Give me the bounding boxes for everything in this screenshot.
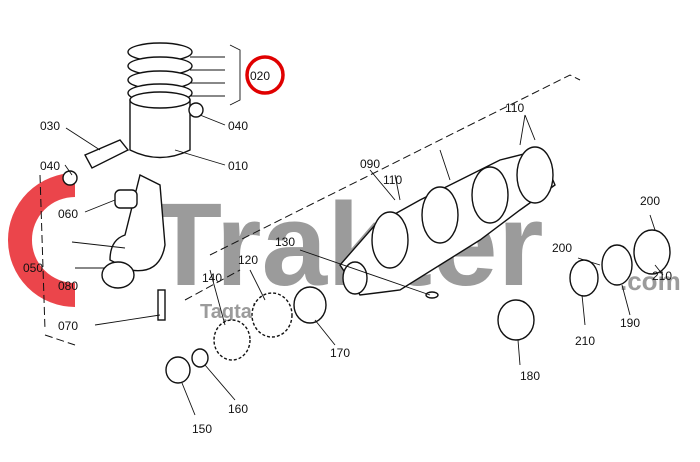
label-090[interactable]: 090: [360, 157, 380, 171]
snap-ring: [188, 102, 204, 118]
piston: [129, 91, 191, 159]
leader-lines-rings: [190, 56, 225, 97]
crank-group-line: [209, 74, 581, 256]
piston-pin: [84, 139, 130, 169]
label-200[interactable]: 200: [640, 194, 660, 208]
label-060[interactable]: 060: [58, 207, 78, 221]
highlight-circle: [245, 55, 285, 95]
label-070[interactable]: 070: [58, 319, 78, 333]
drive-gear: [213, 319, 251, 361]
thrust-washer: [569, 259, 599, 297]
woodruff-key: [425, 291, 439, 299]
label-050[interactable]: 050: [23, 261, 43, 275]
label-210[interactable]: 210: [575, 334, 595, 348]
label-010[interactable]: 010: [228, 159, 248, 173]
label-020[interactable]: 020: [250, 69, 270, 83]
thrust-washer: [633, 229, 671, 275]
label-150[interactable]: 150: [192, 422, 212, 436]
label-160[interactable]: 160: [228, 402, 248, 416]
main-bearing-rear: [601, 244, 633, 286]
label-040[interactable]: 040: [40, 159, 60, 173]
watermark-subtext: Tagtal: [200, 301, 257, 323]
logo-arc: [8, 173, 76, 307]
part-labels: 030 040 040 010 060 050 080 070 090 110 …: [23, 101, 672, 436]
oil-seal: [165, 356, 191, 384]
label-040[interactable]: 040: [228, 119, 248, 133]
rod-bearing: [101, 261, 135, 289]
crankshaft: [339, 146, 556, 296]
label-030[interactable]: 030: [40, 119, 60, 133]
snap-ring: [62, 170, 78, 186]
label-210[interactable]: 210: [652, 269, 672, 283]
small-end-bush: [114, 189, 138, 209]
label-190[interactable]: 190: [620, 316, 640, 330]
piston-rings: [127, 42, 193, 103]
label-180[interactable]: 180: [520, 369, 540, 383]
ring-bracket: [229, 44, 241, 106]
label-170[interactable]: 170: [330, 346, 350, 360]
gear-group-line: [184, 269, 241, 301]
connecting-rod: [109, 173, 166, 272]
label-120[interactable]: 120: [238, 253, 258, 267]
crank-gear: [251, 292, 293, 338]
label-110[interactable]: 110: [383, 173, 402, 187]
rod-bolt: [157, 289, 166, 321]
label-140[interactable]: 140: [202, 271, 222, 285]
label-080[interactable]: 080: [58, 279, 78, 293]
o-ring: [191, 348, 209, 368]
label-110[interactable]: 110: [505, 101, 524, 115]
group-bracket: [39, 174, 76, 346]
bearing-bush: [293, 286, 327, 324]
label-130[interactable]: 130: [275, 235, 295, 249]
label-200[interactable]: 200: [552, 241, 572, 255]
main-bearing: [497, 299, 535, 341]
